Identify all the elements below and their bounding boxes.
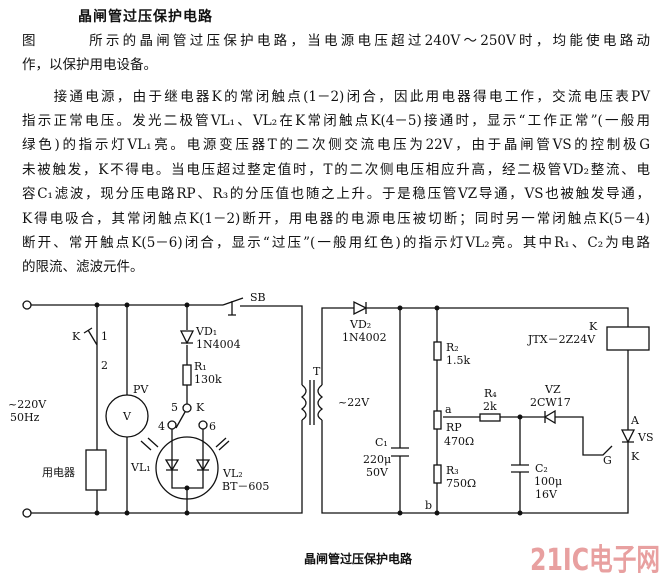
label: K — [72, 330, 81, 343]
capacitor-c1 — [391, 308, 409, 513]
label: PV — [133, 383, 149, 396]
label: 1N4002 — [342, 331, 387, 344]
terminal-top — [22, 300, 32, 310]
label: b — [425, 499, 432, 512]
potentiometer-rp — [433, 410, 442, 430]
article-title: 晶闸管过压保护电路 — [78, 9, 213, 25]
relay-coil — [606, 326, 650, 351]
diode-vd1 — [179, 330, 195, 345]
sb-switch — [222, 297, 244, 316]
label: 1.5k — [446, 354, 470, 367]
label: R₄ — [484, 387, 497, 400]
diode-vd2 — [353, 300, 368, 316]
label: ~22V — [338, 396, 370, 409]
label: VS — [637, 431, 653, 444]
label: VZ — [544, 383, 561, 396]
label: T — [313, 365, 321, 378]
zener-vz — [543, 409, 556, 425]
text-line: 绿色)的指示灯VL₁亮。电源变压器T的二次侧交流电压为22V，由于晶闸管VS的控… — [22, 137, 650, 153]
capacitor-c2 — [511, 417, 529, 513]
load-block — [85, 449, 107, 491]
label: R₁ — [194, 360, 207, 373]
label: 16V — [535, 488, 558, 501]
voltmeter-pv — [105, 394, 149, 438]
terminal-bottom — [22, 508, 32, 518]
label: 2 — [101, 359, 108, 372]
label: RP — [446, 421, 462, 434]
label: 1 — [101, 330, 108, 343]
label: VL₂ — [222, 467, 243, 480]
label: R₃ — [446, 464, 459, 477]
label: 2k — [483, 400, 497, 413]
label: 50Hz — [10, 411, 40, 424]
label: R₂ — [446, 341, 459, 354]
resistor-r1 — [182, 364, 192, 386]
label: A — [630, 414, 640, 427]
text-line: 容C₁滤波，现分压电路RP、R₃的分压值也随之上升。于是稳压管VZ导通，VS也被… — [22, 186, 650, 202]
primary-wiring — [22, 297, 324, 518]
text-line: 的限流、滤波元件。 — [22, 259, 144, 275]
text-line: 断开、常开触点K(5－6)闭合，显示“过压”(一般用红色)的指示灯VL₂亮。其中… — [22, 235, 650, 251]
transformer-core — [309, 380, 315, 425]
label: 130k — [194, 373, 222, 386]
text-line: 接通电源，由于继电器K的常闭触点(1－2)闭合，因此用电器得电工作，交流电压表P… — [22, 89, 650, 105]
label: 5 — [171, 401, 178, 414]
label: 4 — [158, 420, 165, 433]
label: 用电器 — [42, 466, 75, 479]
resistor-r3 — [433, 464, 442, 484]
label: C₂ — [535, 462, 548, 475]
label: SB — [250, 291, 266, 304]
label: K — [589, 320, 598, 333]
label: a — [445, 403, 452, 416]
label: JTX－2Z24V — [527, 333, 596, 346]
text-line: 指示正常电压。发光二极管VL₁、VL₂在K常闭触点K(4－5)接通时，显示“工作… — [22, 113, 650, 129]
text-line: K得电吸合，其常闭触点K(1－2)断开，用电器的电源电压被切断；同时另一常闭触点… — [22, 211, 650, 227]
watermark-logo: 21IC电子网 — [530, 543, 660, 578]
label: 2CW17 — [530, 396, 571, 409]
label: VD₂ — [349, 318, 371, 331]
label: ~220V — [8, 398, 47, 411]
label: G — [603, 454, 612, 467]
label: 220μ — [363, 453, 391, 466]
label: 100μ — [534, 475, 562, 488]
label: 470Ω — [444, 435, 474, 448]
resistor-r2 — [433, 341, 442, 361]
label: K — [631, 450, 640, 463]
label: 750Ω — [446, 477, 476, 490]
text-line: 图 所示的晶闸管过压保护电路，当电源电压超过240V～250V时，均能使电路动 — [22, 33, 650, 49]
k-contact-1-2 — [83, 305, 98, 513]
label: VD₁ — [195, 325, 217, 338]
label: C₁ — [375, 436, 388, 449]
label: 1N4004 — [196, 338, 241, 351]
label: BT－605 — [222, 480, 269, 493]
text-line: 未被触发，K不得电。当电压超过整定值时，T的二次侧电压相应升高，经二极管VD₂整… — [22, 162, 650, 178]
label: VL₁ — [130, 461, 151, 474]
label: 50V — [366, 466, 389, 479]
secondary-wiring — [321, 300, 650, 516]
label: V — [122, 410, 132, 423]
figure-caption: 晶闸管过压保护电路 — [304, 551, 413, 566]
text-line: 作，以保护用电设备。 — [22, 57, 157, 73]
label: K — [196, 401, 205, 414]
resistor-r4 — [479, 413, 501, 422]
thyristor-vs — [620, 429, 636, 450]
label: 6 — [209, 420, 216, 433]
